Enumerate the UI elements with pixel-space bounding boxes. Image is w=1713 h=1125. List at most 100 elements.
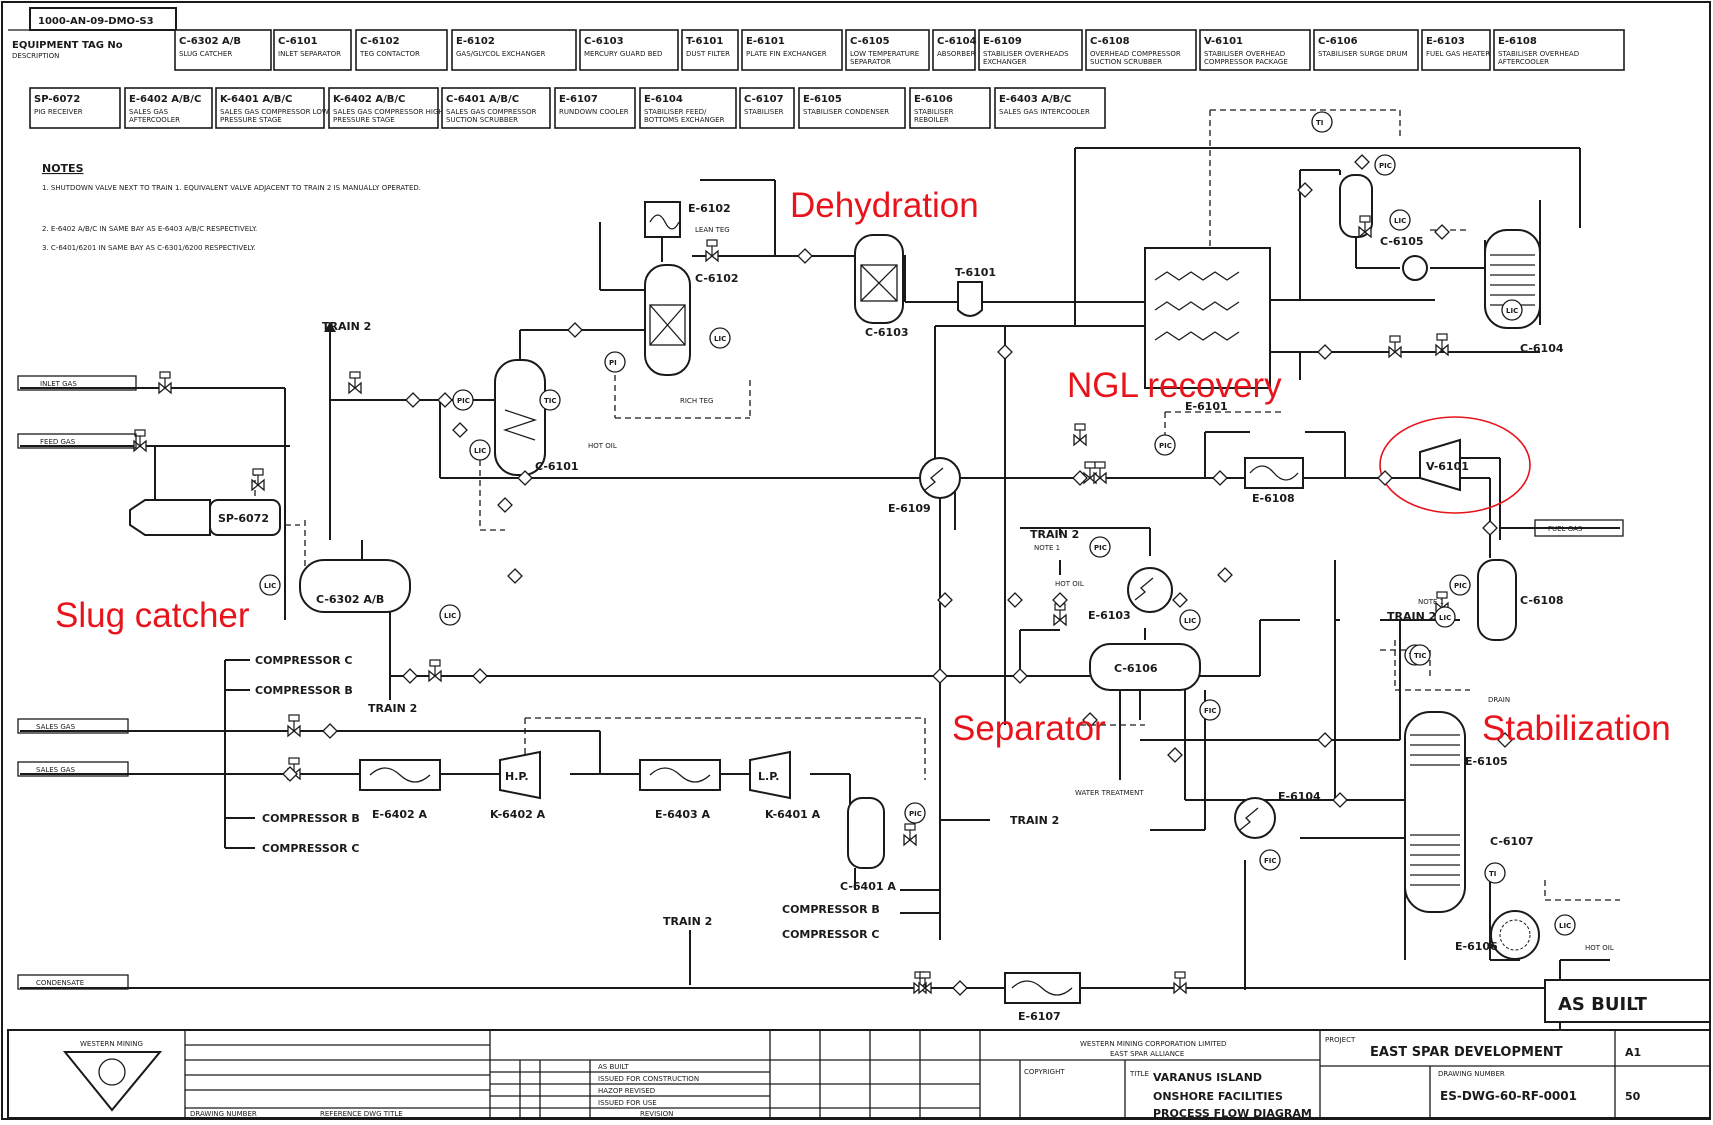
stream-number-diamond (322, 723, 338, 739)
notes: NOTES 1. SHUTDOWN VALVE NEXT TO TRAIN 1.… (42, 162, 421, 252)
instrument-pic-icon (904, 802, 926, 824)
svg-text:E-6105: E-6105 (1465, 755, 1508, 768)
equipment-tag-legend: EQUIPMENT TAG No DESCRIPTION C-6302 A/BS… (8, 29, 1625, 129)
instrument-tag: TIC (1414, 652, 1427, 660)
svg-text:C-6105: C-6105 (1380, 235, 1424, 248)
svg-text:SALES GAS: SALES GAS (36, 766, 76, 774)
equipment-description: SALES GAS (129, 108, 169, 116)
equipment-description: SLUG CATCHER (179, 50, 232, 58)
c6302-slug-catcher: C-6302 A/B (299, 559, 411, 613)
svg-text:E-6107: E-6107 (1018, 1010, 1061, 1023)
stream-number-diamond (797, 248, 813, 264)
svg-text:TITLE: TITLE (1129, 1070, 1149, 1078)
c6102-contactor: C-6102 RICH TEG (644, 264, 739, 405)
stream-number-diamond (1172, 592, 1188, 608)
instrument-lic-icon (1179, 609, 1201, 631)
stream-number-diamond (1332, 792, 1348, 808)
svg-text:C-6401 A: C-6401 A (840, 880, 896, 893)
svg-text:DRAWING NUMBER: DRAWING NUMBER (190, 1110, 257, 1118)
equipment-tag: C-6104 (937, 36, 977, 47)
drawing-reference: 1000-AN-09-DMO-S3 (29, 7, 177, 31)
svg-text:TRAIN 2: TRAIN 2 (368, 702, 417, 715)
instrument-tag: LIC (444, 612, 456, 620)
svg-text:E-6109: E-6109 (888, 502, 931, 515)
svg-text:K-6402 A: K-6402 A (490, 808, 546, 821)
instrument-tag: LIC (1439, 614, 1451, 622)
equipment-description: SALES GAS INTERCOOLER (999, 108, 1090, 116)
svg-text:1. SHUTDOWN VALVE NEXT TO TRAI: 1. SHUTDOWN VALVE NEXT TO TRAIN 1. EQUIV… (42, 184, 421, 192)
stream-labels: TRAIN 2 TRAIN 2 TRAIN 2 NOTE 1 TRAIN 2 N… (17, 320, 1624, 990)
equipment-tag: T-6101 (686, 36, 723, 47)
svg-text:C-6106: C-6106 (1114, 662, 1158, 675)
svg-text:ISSUED FOR CONSTRUCTION: ISSUED FOR CONSTRUCTION (598, 1075, 699, 1083)
e6107-rundown-cooler: E-6107 (1004, 972, 1081, 1023)
c6101-separator: C-6101 HOT OIL (494, 359, 617, 476)
svg-text:L.P.: L.P. (758, 770, 779, 783)
svg-text:REVISION: REVISION (640, 1110, 673, 1118)
instrument-lic-icon (1501, 299, 1523, 321)
svg-text:ONSHORE FACILITIES: ONSHORE FACILITIES (1153, 1090, 1283, 1103)
equipment-tag: C-6401 A/B/C (446, 94, 519, 105)
svg-text:COPYRIGHT: COPYRIGHT (1024, 1068, 1065, 1076)
svg-text:EAST SPAR DEVELOPMENT: EAST SPAR DEVELOPMENT (1370, 1045, 1563, 1060)
sp6072-pig-receiver: SP-6072 (129, 499, 281, 536)
stream-number-diamond (1317, 344, 1333, 360)
equipment-tag: E-6103 (1426, 36, 1465, 47)
equipment-description: PRESSURE STAGE (333, 116, 395, 124)
instrument-lic-icon (1389, 209, 1411, 231)
stream-number-diamond (567, 322, 583, 338)
c6103-guard-bed: C-6103 (854, 234, 909, 339)
instrument-pic-icon (1089, 536, 1111, 558)
c6108-scrubber: C-6108 DRAIN (1477, 559, 1564, 704)
equipment-description: STABILISER (744, 108, 784, 116)
area-label-dehydration: Dehydration (790, 186, 979, 225)
svg-text:WESTERN MINING: WESTERN MINING (80, 1040, 143, 1048)
stream-number-diamond (1354, 154, 1370, 170)
svg-text:C-6104: C-6104 (1520, 342, 1564, 355)
svg-text:H.P.: H.P. (505, 770, 529, 783)
e6109-exchanger: E-6109 (888, 457, 961, 515)
as-built-stamp: AS BUILT (1544, 979, 1711, 1023)
equipment-tag: E-6107 (559, 94, 598, 105)
svg-text:WATER TREATMENT: WATER TREATMENT (1075, 789, 1144, 797)
svg-text:TRAIN 2: TRAIN 2 (1010, 814, 1059, 827)
instrument-tag: LIC (1559, 922, 1571, 930)
svg-text:VARANUS ISLAND: VARANUS ISLAND (1153, 1071, 1262, 1084)
equipment-description: SEPARATOR (850, 58, 891, 66)
svg-text:TRAIN 2: TRAIN 2 (322, 320, 371, 333)
svg-text:A1: A1 (1625, 1046, 1641, 1059)
stream-number-markers (282, 154, 1513, 996)
svg-text:DESCRIPTION: DESCRIPTION (12, 52, 59, 60)
svg-text:AS BUILT: AS BUILT (598, 1063, 629, 1071)
svg-text:LEAN TEG: LEAN TEG (695, 226, 730, 234)
equipment-tag: C-6106 (1318, 36, 1358, 47)
svg-text:E-6101: E-6101 (1185, 400, 1228, 413)
area-label-stabilization: Stabilization (1482, 709, 1671, 748)
equipment-description: ABSORBER (937, 50, 976, 58)
instrument-pic-icon (452, 389, 474, 411)
equipment-description: EXCHANGER (983, 58, 1027, 66)
instrument-pic-icon (1154, 434, 1176, 456)
equipment-tag: V-6101 (1204, 36, 1243, 47)
svg-text:E-6106: E-6106 (1455, 940, 1498, 953)
svg-text:TRAIN 2: TRAIN 2 (1387, 610, 1436, 623)
svg-text:DRAIN: DRAIN (1488, 696, 1510, 704)
equipment-tag: E-6101 (746, 36, 785, 47)
stream-number-diamond (405, 392, 421, 408)
svg-text:C-6101: C-6101 (535, 460, 579, 473)
svg-text:C-6102: C-6102 (695, 272, 739, 285)
svg-text:E-6402 A: E-6402 A (372, 808, 428, 821)
svg-text:REFERENCE DWG TITLE: REFERENCE DWG TITLE (320, 1110, 403, 1118)
